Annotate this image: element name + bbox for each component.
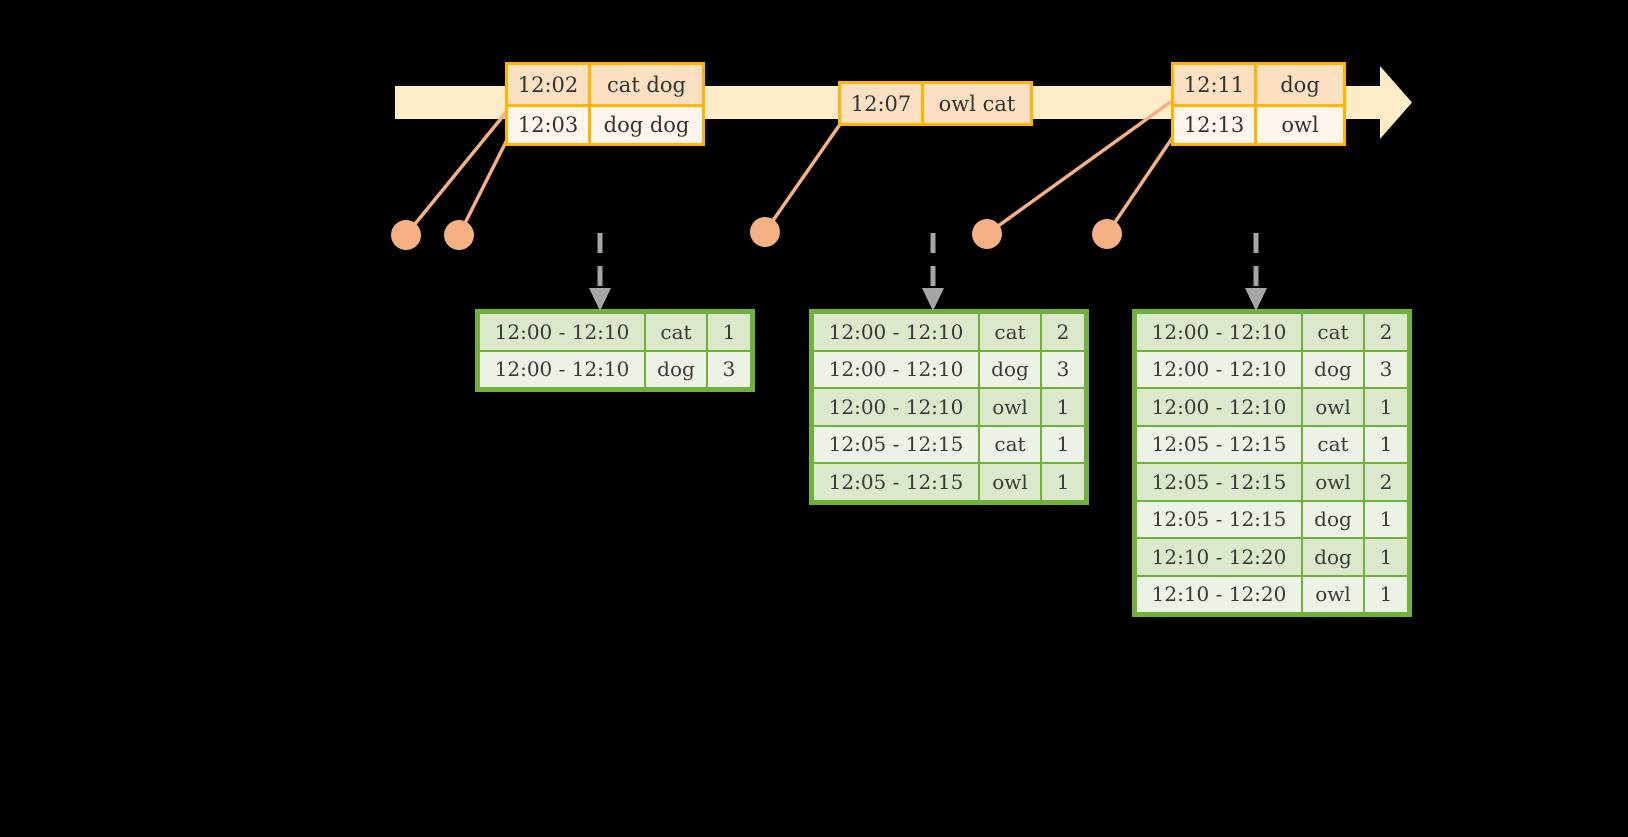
event-row[interactable]: 12:11 dog — [1174, 65, 1343, 104]
cell-word: cat — [1302, 425, 1364, 463]
dot-12-11 — [972, 219, 1002, 249]
cell-window: 12:00 - 12:10 — [813, 350, 979, 388]
cell-word: owl — [979, 388, 1041, 426]
cell-window: 12:05 - 12:15 — [813, 463, 979, 501]
cell-word: dog — [645, 350, 707, 388]
cell-window: 12:05 - 12:15 — [1136, 425, 1302, 463]
event-row[interactable]: 12:02 cat dog — [508, 65, 702, 104]
event-row[interactable]: 12:07 owl cat — [841, 84, 1030, 123]
cell-window: 12:05 - 12:15 — [813, 425, 979, 463]
cell-count: 2 — [1041, 313, 1085, 351]
cell-count: 1 — [1364, 425, 1408, 463]
cell-window: 12:10 - 12:20 — [1136, 538, 1302, 576]
cell-count: 1 — [1364, 388, 1408, 426]
dashed-arrow-1 — [589, 233, 611, 311]
cell-window: 12:00 - 12:10 — [1136, 313, 1302, 351]
cell-count: 3 — [707, 350, 751, 388]
event-time: 12:03 — [508, 107, 591, 143]
cell-count: 1 — [1364, 575, 1408, 613]
cell-window: 12:05 - 12:15 — [1136, 463, 1302, 501]
cell-window: 12:00 - 12:10 — [479, 350, 645, 388]
dashed-arrows — [589, 233, 1267, 311]
dot-12-02 — [391, 220, 421, 250]
event-time: 12:07 — [841, 84, 924, 123]
cell-count: 1 — [1041, 463, 1085, 501]
cell-window: 12:00 - 12:10 — [1136, 350, 1302, 388]
dot-12-03 — [444, 220, 474, 250]
connector-dots — [391, 217, 1122, 250]
event-time: 12:13 — [1174, 107, 1257, 143]
cell-count: 1 — [1041, 425, 1085, 463]
dashed-arrow-2 — [922, 233, 944, 311]
event-words: dog — [1257, 65, 1343, 104]
cell-word: cat — [979, 313, 1041, 351]
event-group-3[interactable]: 12:11 dog 12:13 owl — [1171, 62, 1346, 146]
cell-count: 1 — [1364, 538, 1408, 576]
event-words: dog dog — [591, 107, 702, 143]
cell-word: cat — [1302, 313, 1364, 351]
cell-count: 3 — [1364, 350, 1408, 388]
cell-window: 12:05 - 12:15 — [1136, 500, 1302, 538]
cell-window: 12:00 - 12:10 — [813, 313, 979, 351]
event-row[interactable]: 12:03 dog dog — [508, 104, 702, 143]
event-words: owl cat — [924, 84, 1030, 123]
event-time: 12:02 — [508, 65, 591, 104]
event-words: owl — [1257, 107, 1343, 143]
event-group-1[interactable]: 12:02 cat dog 12:03 dog dog — [505, 62, 705, 146]
cell-word: cat — [979, 425, 1041, 463]
cell-window: 12:00 - 12:10 — [479, 313, 645, 351]
cell-window: 12:00 - 12:10 — [1136, 388, 1302, 426]
cell-word: dog — [1302, 538, 1364, 576]
event-words: cat dog — [591, 65, 702, 104]
event-time: 12:11 — [1174, 65, 1257, 104]
cell-count: 1 — [1364, 500, 1408, 538]
dot-12-13 — [1092, 219, 1122, 249]
event-row[interactable]: 12:13 owl — [1174, 104, 1343, 143]
cell-word: dog — [1302, 500, 1364, 538]
cell-count: 1 — [1041, 388, 1085, 426]
cell-count: 2 — [1364, 313, 1408, 351]
cell-count: 2 — [1364, 463, 1408, 501]
dashed-arrow-3 — [1245, 233, 1267, 311]
cell-count: 3 — [1041, 350, 1085, 388]
cell-word: owl — [1302, 575, 1364, 613]
cell-word: owl — [1302, 388, 1364, 426]
cell-word: owl — [979, 463, 1041, 501]
cell-window: 12:00 - 12:10 — [813, 388, 979, 426]
dot-12-07 — [750, 217, 780, 247]
cell-window: 12:10 - 12:20 — [1136, 575, 1302, 613]
cell-count: 1 — [707, 313, 751, 351]
event-group-2[interactable]: 12:07 owl cat — [838, 81, 1033, 126]
cell-word: cat — [645, 313, 707, 351]
cell-word: dog — [1302, 350, 1364, 388]
cell-word: owl — [1302, 463, 1364, 501]
cell-word: dog — [979, 350, 1041, 388]
